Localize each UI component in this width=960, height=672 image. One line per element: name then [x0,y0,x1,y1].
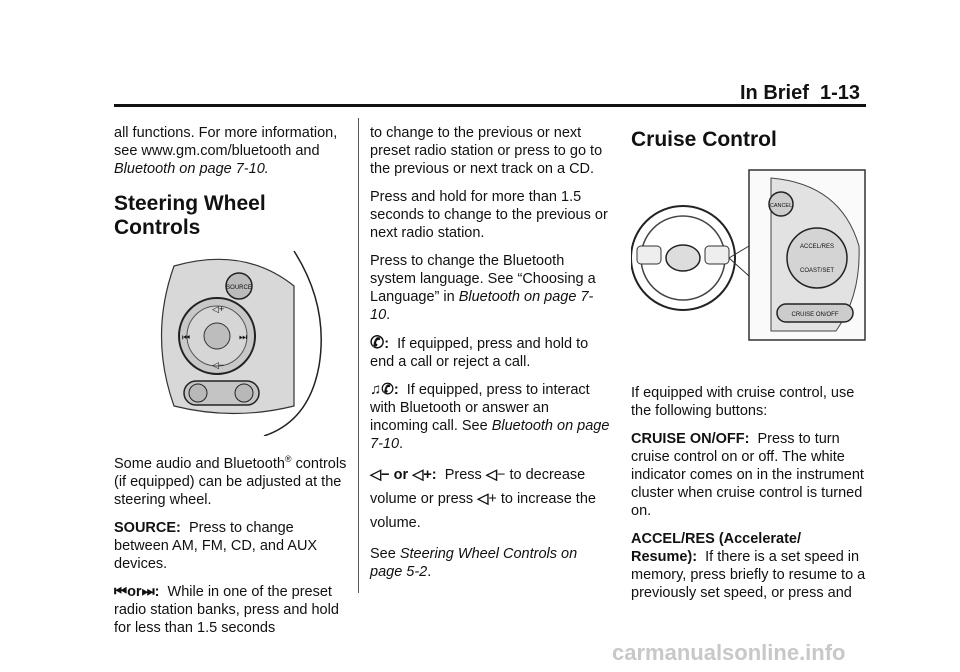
cancel-button [768,191,794,217]
watermark: carmanualsonline.info [612,640,846,665]
cruise-control-heading: Cruise Control [631,128,777,151]
seek-paragraph: ⏮or⏭: While in one of the preset radio s… [114,583,339,636]
end-call-icon: ✆ [370,333,385,352]
end-call-button [234,383,254,403]
voice-paragraph: ♫✆: If equipped, press to interact with … [370,381,610,452]
svg-text:CRUISE ON/OFF: CRUISE ON/OFF [791,312,838,318]
seek-forward-icon: ⏭ [141,583,155,600]
volume-icon: ◁ [370,467,382,483]
intro-paragraph: all functions. For more information, see… [114,125,338,177]
steering-wheel-heading: Steering Wheel Controls [114,192,266,239]
seek-continued-paragraph: to change to the previous or next preset… [370,125,603,177]
section-title: In Brief [740,82,809,104]
volume-icon: ◁ [485,467,497,483]
svg-text:⏭: ⏭ [239,332,247,342]
cruise-intro-paragraph: If equipped with cruise control, use the… [631,385,855,419]
header-rule [114,104,866,107]
volume-paragraph: ◁− or ◁+: Press ◁− to decrease volume or… [370,467,596,531]
voice-button [188,383,208,403]
cruise-onoff-paragraph: CRUISE ON/OFF: Press to turn cruise cont… [631,431,864,519]
audio-controls-paragraph: Some audio and Bluetooth® controls (if e… [114,454,347,508]
column-2: to change to the previous or next preset… [370,124,610,591]
source-paragraph: SOURCE: Press to change between AM, FM, … [114,519,318,572]
page-number: 1-13 [819,82,860,104]
svg-text:⏮: ⏮ [182,332,190,342]
see-paragraph: See Steering Wheel Controls on page 5-2. [370,546,578,580]
cruise-onoff-button [776,303,854,323]
column-3: Cruise Control CANCEL ACCEL/RES COAST/SE… [631,124,871,612]
column-divider [358,118,359,593]
source-button [225,272,253,300]
press-hold-paragraph: Press and hold for more than 1.5 seconds… [370,189,608,241]
cruise-control-figure: CANCEL ACCEL/RES COAST/SET CRUISE ON/OFF [631,169,866,341]
svg-text:CANCEL: CANCEL [770,203,792,209]
bluetooth-reference: Bluetooth on page 7-10. [114,161,269,177]
steering-wheel-controls-figure: SOURCE ◁+ ◁− ⏮ ⏭ [160,250,322,436]
end-call-paragraph: ✆: If equipped, press and hold to end a … [370,333,589,371]
svg-text:COAST/SET: COAST/SET [800,268,834,274]
column-1: all functions. For more information, see… [114,124,350,647]
accel-res-paragraph: ACCEL/RES (Accelerate/ Resume): If there… [631,531,866,601]
svg-text:◁−: ◁− [212,360,224,370]
svg-text:ACCEL/RES: ACCEL/RES [800,244,834,250]
voice-icon: ♫✆ [370,381,394,398]
language-paragraph: Press to change the Bluetooth system lan… [370,253,596,323]
volume-icon: ◁ [477,491,489,507]
accel-coast-button [786,227,848,289]
svg-text:SOURCE: SOURCE [226,285,252,291]
seek-back-icon: ⏮ [114,583,128,600]
svg-text:◁+: ◁+ [212,304,224,314]
volume-icon: ◁ [412,467,424,483]
